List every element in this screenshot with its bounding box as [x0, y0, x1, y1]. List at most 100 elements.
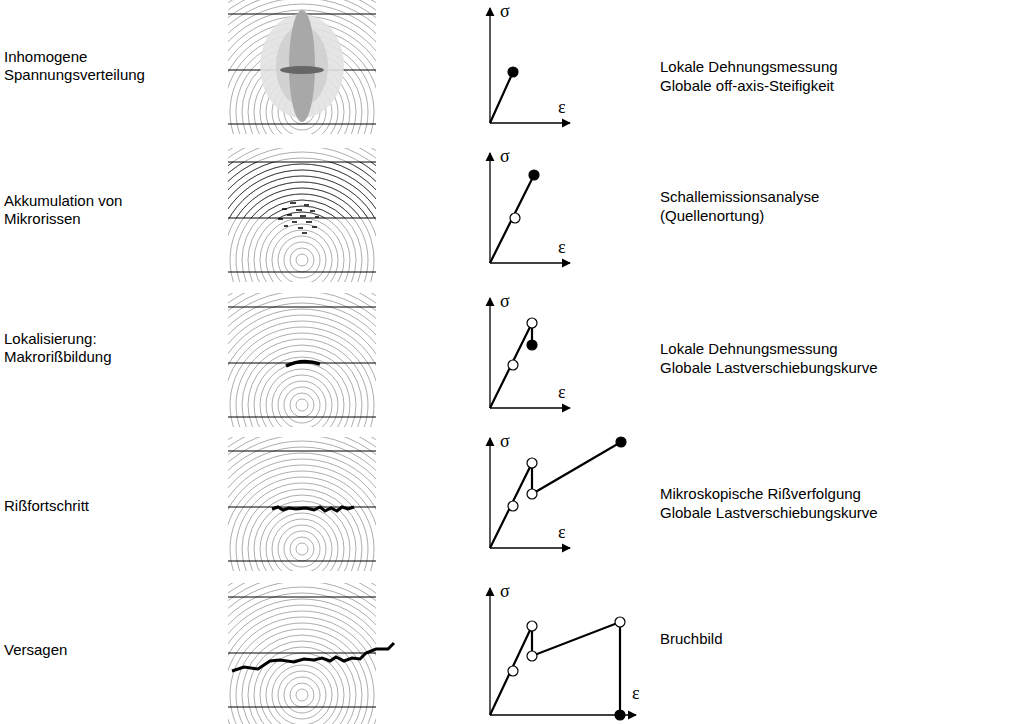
growth-ring [228, 315, 376, 427]
growth-ring [236, 194, 368, 218]
growth-ring [228, 148, 376, 282]
growth-ring [228, 0, 376, 134]
growth-ring [236, 483, 368, 571]
growth-ring [228, 583, 376, 724]
growth-ring [266, 659, 338, 724]
growth-ring [228, 0, 376, 134]
growth-ring [284, 242, 320, 278]
growth-ring [290, 683, 314, 707]
stress-field [260, 10, 344, 122]
growth-ring [278, 671, 326, 719]
growth-ring [228, 148, 376, 282]
growth-ring [228, 583, 376, 724]
growth-ring [228, 176, 376, 218]
growth-ring [228, 148, 376, 282]
axis-label: σ [500, 2, 510, 20]
growth-ring [228, 583, 376, 724]
growth-ring [228, 162, 376, 218]
growth-ring [296, 689, 308, 701]
growth-ring [228, 170, 376, 218]
growth-ring [242, 200, 362, 282]
axis-label: ε [558, 383, 566, 401]
growth-ring [228, 148, 376, 282]
growth-ring [248, 206, 356, 282]
growth-ring [266, 513, 338, 571]
growth-ring [228, 162, 376, 218]
growth-ring [228, 321, 376, 427]
growth-ring [228, 437, 376, 571]
growth-ring [228, 293, 376, 427]
growth-ring [228, 327, 376, 427]
growth-ring [228, 437, 376, 571]
growth-ring [228, 459, 376, 571]
growth-ring [228, 583, 376, 724]
growth-ring [228, 293, 376, 427]
growth-ring [228, 152, 376, 282]
annotation-text: Akkumulation von Mikrorissen [4, 192, 144, 228]
growth-ring [228, 162, 376, 218]
growth-ring [228, 583, 376, 724]
growth-ring [228, 0, 376, 134]
growth-ring [228, 182, 376, 282]
growth-ring [228, 164, 376, 282]
growth-ring [290, 248, 314, 272]
growth-ring [228, 583, 376, 724]
growth-ring [228, 437, 376, 571]
annotation-text: Inhomogene Spannungsverteilung [4, 48, 144, 84]
growth-ring [228, 293, 376, 427]
growth-ring [228, 148, 376, 282]
growth-ring [242, 635, 362, 724]
growth-ring [284, 531, 320, 567]
micro-cracks [278, 203, 319, 233]
growth-ring [228, 0, 376, 134]
growth-ring [228, 293, 376, 427]
growth-ring [228, 0, 376, 134]
growth-ring [228, 617, 376, 724]
growth-ring [236, 194, 368, 282]
annotation-text: Globale off-axis-Steifigkeit [660, 77, 834, 95]
growth-ring [228, 293, 376, 427]
growth-ring [228, 148, 376, 282]
axis-label: σ [500, 582, 510, 600]
growth-ring [228, 148, 376, 282]
growth-ring [228, 583, 376, 724]
annotation-text: Lokale Dehnungsmessung [660, 340, 838, 358]
growth-ring [228, 293, 376, 427]
axis-label: ε [632, 684, 640, 702]
growth-ring [228, 583, 376, 724]
growth-ring [228, 583, 376, 724]
growth-ring [248, 495, 356, 571]
growth-ring [230, 623, 374, 724]
growth-ring [228, 293, 376, 427]
growth-ring [242, 489, 362, 571]
growth-ring [228, 437, 376, 571]
growth-ring [228, 162, 376, 218]
growth-ring [228, 293, 376, 427]
growth-ring [248, 351, 356, 427]
growth-ring [228, 148, 376, 282]
growth-ring [228, 437, 376, 571]
growth-ring [228, 162, 376, 218]
growth-ring [228, 453, 376, 571]
growth-ring [228, 162, 376, 218]
growth-ring [228, 437, 376, 571]
growth-ring [228, 293, 376, 427]
growth-ring [228, 293, 376, 427]
growth-ring [228, 437, 376, 571]
growth-ring [228, 293, 376, 427]
growth-ring [278, 525, 326, 571]
growth-ring [228, 297, 376, 427]
growth-ring [228, 158, 376, 282]
growth-ring [228, 293, 376, 427]
growth-ring [228, 599, 376, 724]
growth-ring [272, 375, 332, 427]
growth-ring [254, 212, 350, 218]
annotation-text: Globale Lastverschiebungskurve [660, 359, 878, 377]
growth-ring [228, 162, 376, 218]
growth-ring [228, 148, 376, 282]
growth-ring [228, 0, 376, 134]
growth-ring [228, 162, 376, 218]
growth-ring [236, 339, 368, 427]
annotation-text: Schallemissionsanalyse [660, 188, 819, 206]
